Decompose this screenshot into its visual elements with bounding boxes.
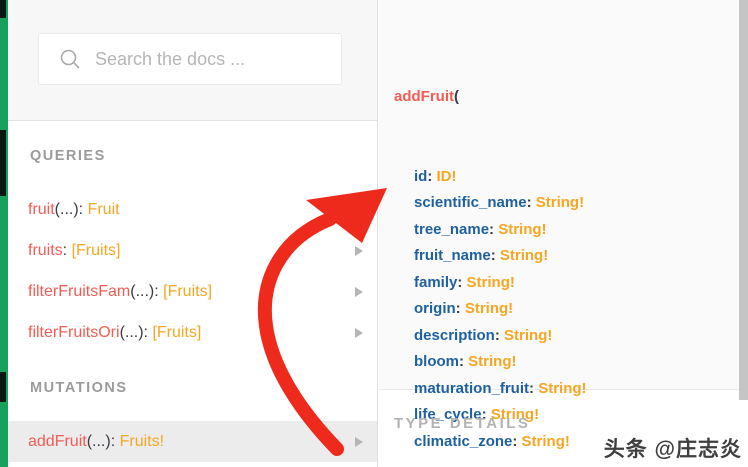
argument-colon: : bbox=[494, 326, 505, 344]
doc-item-filterFruitsFam[interactable]: filterFruitsFam(...): [Fruits] bbox=[8, 271, 377, 312]
argument-line: tree_name: String! bbox=[414, 217, 738, 244]
argument-name: id bbox=[414, 167, 428, 185]
argument-name: bloom bbox=[414, 353, 459, 370]
field-type: Fruit bbox=[87, 200, 120, 218]
chevron-right-icon bbox=[355, 286, 363, 297]
argument-colon: : bbox=[459, 353, 469, 370]
argument-name: tree_name bbox=[414, 220, 490, 238]
editor-edge-dark-segment bbox=[0, 130, 6, 196]
argument-colon: : bbox=[489, 220, 499, 238]
field-signature: addFruit( id: ID!scientific_name: String… bbox=[379, 0, 748, 450]
section-title-mutations: MUTATIONS bbox=[30, 380, 128, 396]
field-args: (...): bbox=[86, 432, 120, 450]
watermark: 头条 @庄志炎 bbox=[603, 438, 742, 461]
field-detail-panel: addFruit( id: ID!scientific_name: String… bbox=[379, 0, 748, 467]
argument-name: origin bbox=[414, 300, 456, 317]
argument-line: description: String! bbox=[414, 323, 738, 350]
argument-colon: : bbox=[490, 247, 500, 264]
argument-colon: : bbox=[512, 432, 522, 450]
doc-item-addFruit[interactable]: addFruit(...): Fruits! bbox=[8, 421, 377, 462]
field-name: fruit bbox=[28, 200, 55, 218]
section-title-queries: QUERIES bbox=[30, 148, 106, 164]
argument-colon: : bbox=[455, 300, 465, 317]
field-args: (...): bbox=[54, 200, 88, 218]
argument-name: life_cycle bbox=[414, 406, 482, 423]
argument-line: origin: String! bbox=[414, 296, 738, 323]
doc-item-filterFruitsOri[interactable]: filterFruitsOri(...): [Fruits] bbox=[8, 312, 377, 353]
field-name: filterFruitsFam bbox=[28, 282, 131, 300]
open-paren: ( bbox=[454, 88, 459, 105]
chevron-right-icon bbox=[355, 327, 363, 338]
chevron-right-icon bbox=[355, 204, 363, 215]
chevron-right-icon bbox=[355, 436, 363, 447]
argument-line: climatic_zone: String! bbox=[414, 429, 738, 456]
argument-colon: : bbox=[427, 167, 437, 185]
argument-type: String! bbox=[466, 273, 515, 291]
field-type: Fruits! bbox=[119, 432, 165, 450]
scrollbar-thumb[interactable] bbox=[739, 0, 748, 400]
argument-colon: : bbox=[481, 406, 491, 423]
field-type: [Fruits] bbox=[152, 323, 202, 341]
argument-name: maturation_fruit bbox=[414, 379, 530, 397]
search-icon bbox=[60, 49, 80, 69]
argument-line: scientific_name: String! bbox=[414, 190, 738, 217]
field-args: (...): bbox=[130, 282, 164, 300]
argument-colon: : bbox=[526, 194, 536, 211]
signature-first-line: addFruit( bbox=[394, 84, 738, 111]
argument-list: id: ID!scientific_name: String!tree_name… bbox=[394, 164, 738, 456]
argument-type: String! bbox=[521, 432, 570, 450]
argument-type: String! bbox=[499, 247, 549, 264]
argument-line: id: ID! bbox=[414, 164, 738, 191]
mutation-name: addFruit bbox=[394, 88, 454, 105]
argument-type: ID! bbox=[436, 167, 457, 185]
argument-line: bloom: String! bbox=[414, 349, 738, 376]
argument-name: fruit_name bbox=[414, 247, 491, 264]
argument-name: scientific_name bbox=[414, 194, 527, 211]
argument-line: maturation_fruit: String! bbox=[414, 376, 738, 403]
argument-name: description bbox=[414, 326, 495, 344]
search-box[interactable] bbox=[38, 33, 342, 85]
argument-line: family: String! bbox=[414, 270, 738, 297]
field-args: : bbox=[62, 241, 72, 259]
argument-colon: : bbox=[457, 273, 467, 291]
editor-edge-dark-segment bbox=[0, 0, 6, 18]
argument-colon: : bbox=[529, 379, 539, 397]
argument-type: String! bbox=[504, 326, 553, 344]
argument-type: String! bbox=[538, 379, 587, 397]
argument-name: climatic_zone bbox=[414, 432, 513, 450]
editor-edge-strip bbox=[0, 0, 8, 467]
doc-item-fruit[interactable]: fruit(...): Fruit bbox=[8, 189, 377, 230]
argument-name: family bbox=[414, 273, 458, 291]
argument-type: String! bbox=[490, 406, 540, 423]
chevron-right-icon bbox=[355, 245, 363, 256]
field-name: filterFruitsOri bbox=[28, 323, 120, 341]
field-name: fruits bbox=[28, 241, 63, 259]
field-type: [Fruits] bbox=[71, 241, 121, 259]
argument-line: fruit_name: String! bbox=[414, 243, 738, 270]
field-type: [Fruits] bbox=[163, 282, 213, 300]
search-area bbox=[8, 0, 377, 121]
argument-type: String! bbox=[464, 300, 514, 317]
argument-type: String! bbox=[468, 353, 517, 370]
doc-item-fruits[interactable]: fruits: [Fruits] bbox=[8, 230, 377, 271]
field-name: addFruit bbox=[28, 432, 87, 450]
type-details-header: TYPE DETAILS bbox=[394, 415, 531, 432]
argument-line: life_cycle: String! bbox=[414, 402, 738, 429]
editor-edge-dark-segment bbox=[0, 372, 6, 402]
search-input[interactable] bbox=[95, 48, 325, 70]
argument-type: String! bbox=[535, 194, 585, 211]
field-args: (...): bbox=[119, 323, 153, 341]
argument-type: String! bbox=[498, 220, 547, 238]
